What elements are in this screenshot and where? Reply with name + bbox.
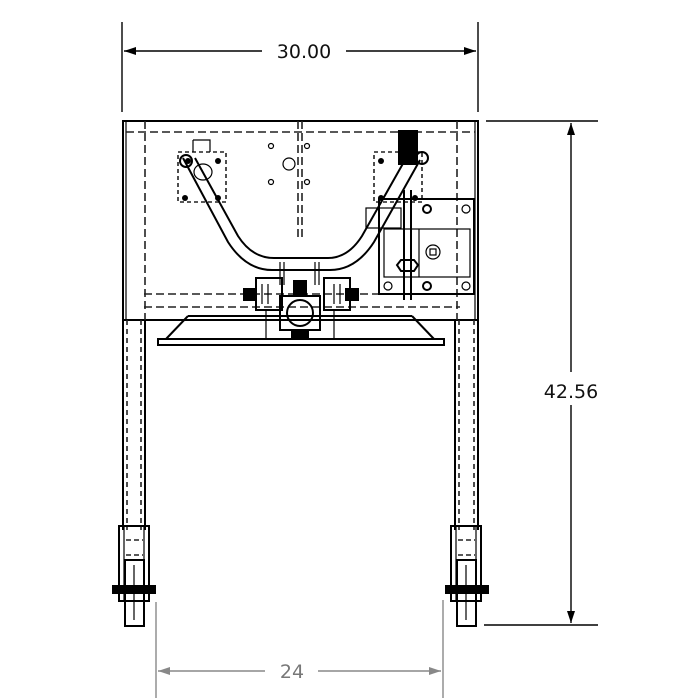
- u-tube: [182, 157, 421, 271]
- dimension-overall-width: 30.00: [121, 22, 479, 112]
- dimension-overall-height: 42.56: [484, 120, 598, 626]
- dimension-overall-height-label: 42.56: [544, 381, 598, 403]
- left-bracket: [177, 139, 227, 203]
- left-leg: [122, 320, 146, 530]
- left-caster: [112, 525, 156, 627]
- dimension-wheel-track-label: 24: [280, 661, 304, 683]
- right-leg: [454, 320, 479, 530]
- dimension-overall-width-label: 30.00: [277, 41, 331, 63]
- center-mechanism: [243, 262, 359, 340]
- right-caster: [445, 525, 489, 627]
- dimension-wheel-track: 24: [155, 600, 444, 698]
- base-platform: [157, 315, 445, 346]
- latch-assembly: [365, 190, 475, 300]
- mounting-holes: [267, 142, 311, 186]
